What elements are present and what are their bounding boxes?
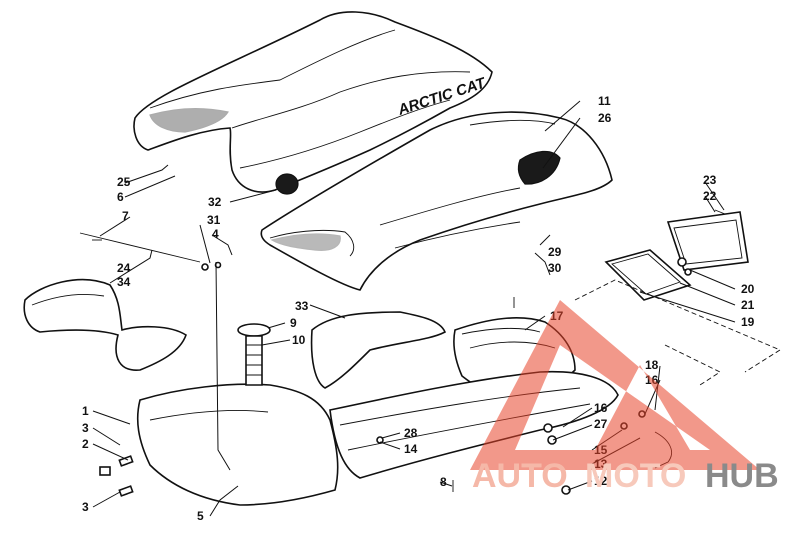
fuel-cap — [237, 323, 271, 337]
tail-light-assembly — [604, 209, 749, 301]
callout-25: 25 — [117, 175, 131, 189]
callout-1: 1 — [82, 404, 89, 418]
callout-5: 5 — [197, 509, 204, 523]
callout-21: 21 — [741, 298, 755, 312]
callout-26: 26 — [598, 111, 612, 125]
callout-33: 33 — [295, 299, 309, 313]
watermark-auto-text: AUTO — [472, 457, 568, 495]
callout-7: 7 — [122, 209, 129, 223]
callout-14: 14 — [404, 442, 418, 456]
callout-12: 12 — [594, 474, 608, 488]
callout-18: 18 — [645, 358, 659, 372]
callout-20: 20 — [741, 282, 755, 296]
seat-latch-knob — [275, 173, 299, 195]
fuel-tank-and-pan — [136, 323, 619, 506]
callout-2: 2 — [82, 437, 89, 451]
callout-9: 9 — [290, 316, 297, 330]
callout-19: 19 — [741, 315, 755, 329]
callout-10: 10 — [292, 333, 306, 347]
callout-34: 34 — [117, 275, 131, 289]
callout-16a: 16 — [594, 401, 608, 415]
callout-24: 24 — [117, 261, 131, 275]
watermark-hub-text: HUB — [705, 457, 779, 495]
watermark-triangle-icon — [470, 300, 760, 470]
callout-11: 11 — [598, 94, 611, 108]
callout-6: 6 — [117, 190, 124, 204]
watermark-logo: AUTO MOTO HUB — [470, 300, 779, 495]
callout-27: 27 — [594, 417, 608, 431]
callout-labels: 1 2 3 3 4 5 6 7 8 9 10 11 12 13 14 15 16… — [82, 94, 755, 523]
callout-32: 32 — [208, 195, 222, 209]
callout-31: 31 — [207, 213, 221, 227]
seat-base — [260, 111, 613, 291]
seat-rod — [79, 232, 201, 263]
callout-22: 22 — [703, 189, 717, 203]
callout-23: 23 — [703, 173, 717, 187]
side-trim-panel — [23, 278, 187, 371]
callout-29: 29 — [548, 245, 562, 259]
leader-lines — [92, 100, 736, 517]
callout-4: 4 — [212, 227, 219, 241]
callout-3a: 3 — [82, 421, 89, 435]
callout-28: 28 — [404, 426, 418, 440]
reference-lines — [574, 279, 781, 386]
watermark-moto-text: MOTO — [585, 457, 686, 495]
callout-3b: 3 — [82, 500, 89, 514]
callout-30: 30 — [548, 261, 562, 275]
callout-8: 8 — [440, 475, 447, 489]
